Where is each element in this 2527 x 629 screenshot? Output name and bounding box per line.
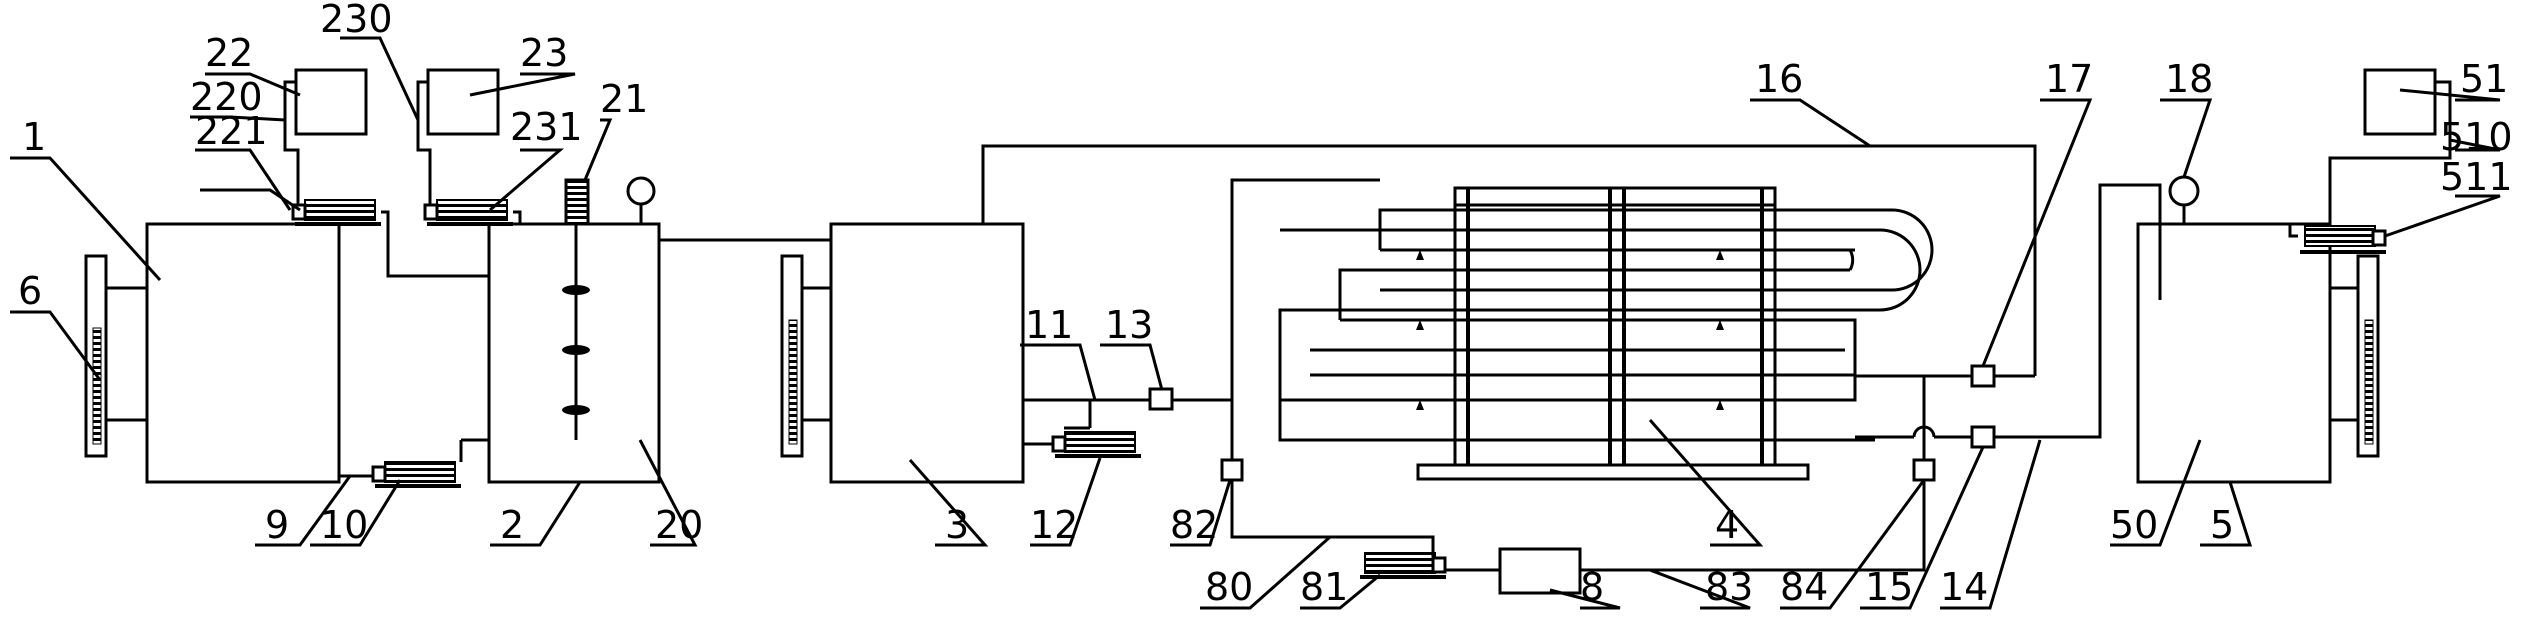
box-8 bbox=[1498, 547, 1582, 595]
label-9: 9 bbox=[265, 503, 289, 547]
label-221: 221 bbox=[195, 109, 268, 153]
tank-5 bbox=[2136, 222, 2332, 484]
pump-221 bbox=[291, 199, 381, 226]
label-82: 82 bbox=[1170, 503, 1218, 547]
pump-10 bbox=[371, 461, 461, 488]
label-511: 511 bbox=[2440, 155, 2513, 199]
membrane-module-4 bbox=[1278, 186, 1934, 481]
box-22 bbox=[294, 68, 368, 136]
label-230: 230 bbox=[320, 0, 393, 41]
agitator bbox=[562, 224, 590, 440]
label-17: 17 bbox=[2045, 57, 2093, 101]
label-11: 11 bbox=[1025, 303, 1073, 347]
label-12: 12 bbox=[1030, 503, 1078, 547]
box-51 bbox=[2363, 68, 2437, 136]
label-21: 21 bbox=[600, 77, 648, 121]
label-4: 4 bbox=[1715, 503, 1739, 547]
label-13: 13 bbox=[1105, 303, 1153, 347]
label-8: 8 bbox=[1580, 565, 1604, 609]
label-80: 80 bbox=[1205, 565, 1253, 609]
level-gauge-5 bbox=[2330, 254, 2380, 458]
label-14: 14 bbox=[1940, 565, 1988, 609]
pressure-gauge bbox=[626, 176, 656, 224]
label-3: 3 bbox=[945, 503, 969, 547]
pump-12 bbox=[1051, 431, 1141, 458]
label-18: 18 bbox=[2165, 57, 2213, 101]
pressure-gauge-18 bbox=[2168, 175, 2200, 224]
label-84: 84 bbox=[1780, 565, 1828, 609]
label-15: 15 bbox=[1865, 565, 1913, 609]
label-83: 83 bbox=[1705, 565, 1753, 609]
label-22: 22 bbox=[205, 31, 253, 75]
label-23: 23 bbox=[520, 31, 568, 75]
motor-21 bbox=[564, 178, 590, 226]
pump-511 bbox=[2300, 225, 2387, 254]
label-2: 2 bbox=[500, 503, 524, 547]
pump-81 bbox=[1360, 552, 1447, 579]
label-1: 1 bbox=[22, 115, 46, 159]
label-10: 10 bbox=[320, 503, 368, 547]
label-231: 231 bbox=[510, 105, 583, 149]
tank-3 bbox=[829, 222, 1025, 484]
label-220: 220 bbox=[190, 75, 263, 119]
label-81: 81 bbox=[1300, 565, 1348, 609]
label-5: 5 bbox=[2210, 503, 2234, 547]
label-16: 16 bbox=[1755, 57, 1803, 101]
label-510: 510 bbox=[2440, 115, 2513, 159]
pump-231 bbox=[423, 199, 513, 226]
level-gauge-3 bbox=[780, 254, 831, 458]
label-51: 51 bbox=[2460, 57, 2508, 101]
label-50: 50 bbox=[2110, 503, 2158, 547]
leader-lines bbox=[10, 36, 2501, 610]
labels: 1 6 230 22 220 221 23 231 21 9 10 2 20 3… bbox=[18, 0, 2513, 609]
tank-1 bbox=[145, 222, 341, 484]
box-23 bbox=[426, 68, 500, 136]
piping bbox=[283, 80, 2452, 572]
label-6: 6 bbox=[18, 269, 42, 313]
level-gauge-6 bbox=[84, 254, 147, 458]
label-20: 20 bbox=[655, 503, 703, 547]
